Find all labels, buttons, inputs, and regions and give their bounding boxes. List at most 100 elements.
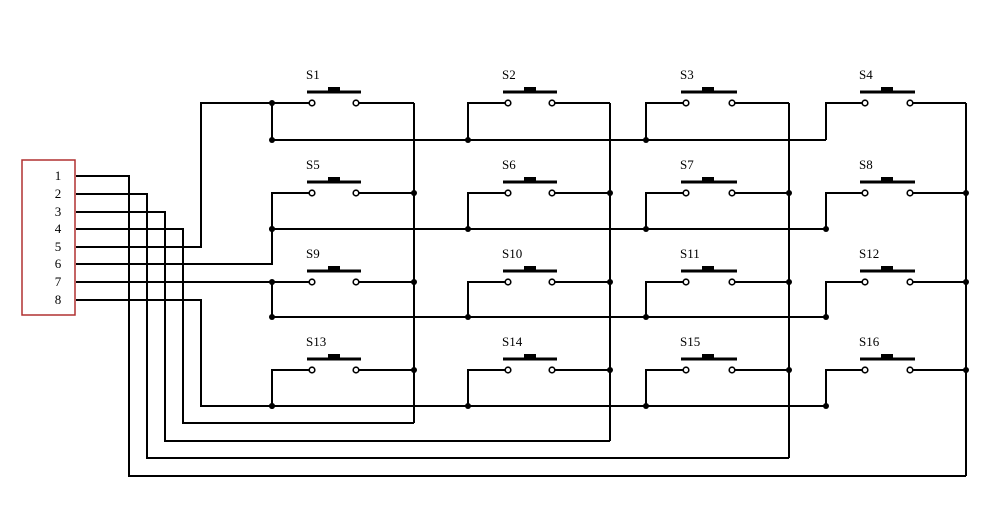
pin-label: 2 (55, 186, 62, 201)
switch-label: S11 (680, 246, 700, 261)
switch-terminal (906, 189, 914, 197)
switch-to-row-wire (467, 192, 505, 229)
switch-plunger (881, 87, 893, 92)
switch-terminal (728, 99, 736, 107)
switch-to-row-wire (467, 102, 505, 140)
switch-terminal (504, 278, 512, 286)
pin-label: 4 (55, 221, 62, 236)
switch-terminal (352, 278, 360, 286)
switch-to-row-wire (825, 369, 862, 406)
pin-to-row-wire (76, 299, 272, 407)
switch-to-row-wire (645, 369, 683, 406)
pin-to-column-wire (76, 175, 966, 477)
switch-terminal (728, 189, 736, 197)
connector-box (21, 159, 76, 316)
junction-dot (269, 403, 275, 409)
switch-terminal (861, 366, 869, 374)
switch-terminal (504, 99, 512, 107)
switch-terminal (682, 99, 690, 107)
switch-terminal (548, 99, 556, 107)
switch-to-row-wire (825, 192, 862, 229)
switch-label: S1 (306, 67, 320, 82)
switch-plunger (702, 266, 714, 271)
switch-to-row-wire (825, 102, 862, 140)
switch-terminal (861, 278, 869, 286)
switch-terminal (352, 99, 360, 107)
pin-to-column-wire (76, 211, 610, 442)
switch-label: S6 (502, 157, 516, 172)
switch-plunger (881, 354, 893, 359)
switch-terminal (504, 366, 512, 374)
switch-plunger (524, 266, 536, 271)
switch-plunger (524, 87, 536, 92)
switch-to-row-wire (467, 369, 505, 406)
switch-to-row-wire (271, 192, 309, 229)
junction-dot (269, 100, 275, 106)
switch-plunger (702, 354, 714, 359)
switch-terminal (352, 189, 360, 197)
switch-label: S13 (306, 334, 326, 349)
switch-to-row-wire (271, 102, 309, 140)
switch-label: S14 (502, 334, 523, 349)
switch-to-row-wire (645, 102, 683, 140)
switch-plunger (881, 177, 893, 182)
switch-plunger (702, 177, 714, 182)
switch-to-row-wire (645, 281, 683, 317)
switch-terminal (308, 99, 316, 107)
switch-plunger (328, 177, 340, 182)
pin-label: 6 (55, 256, 62, 271)
switch-label: S10 (502, 246, 522, 261)
switch-terminal (308, 278, 316, 286)
switch-terminal (861, 99, 869, 107)
switch-terminal (682, 278, 690, 286)
switch-terminal (861, 189, 869, 197)
switch-label: S2 (502, 67, 516, 82)
junction-dot (269, 279, 275, 285)
switch-label: S16 (859, 334, 880, 349)
junction-dot (269, 137, 275, 143)
switch-terminal (728, 366, 736, 374)
switch-plunger (881, 266, 893, 271)
switch-plunger (524, 354, 536, 359)
junction-dot (269, 226, 275, 232)
switch-label: S4 (859, 67, 873, 82)
switch-terminal (548, 189, 556, 197)
pin-to-column-wire (76, 228, 414, 424)
switch-plunger (328, 266, 340, 271)
switch-label: S5 (306, 157, 320, 172)
pin-to-row-wire (76, 102, 272, 248)
pin-label: 8 (55, 292, 62, 307)
switch-to-row-wire (467, 281, 505, 317)
switch-label: S9 (306, 246, 320, 261)
pin-to-row-wire (76, 229, 273, 265)
switch-terminal (682, 189, 690, 197)
switch-terminal (682, 366, 690, 374)
switch-terminal (308, 189, 316, 197)
switch-to-row-wire (271, 369, 309, 406)
pin-label: 7 (55, 274, 62, 289)
switch-plunger (328, 354, 340, 359)
switch-plunger (328, 87, 340, 92)
switch-terminal (548, 366, 556, 374)
pin-label: 1 (55, 168, 62, 183)
switch-terminal (308, 366, 316, 374)
switch-to-row-wire (271, 281, 309, 317)
switch-terminal (906, 366, 914, 374)
switch-terminal (352, 366, 360, 374)
switch-terminal (906, 99, 914, 107)
switch-terminal (548, 278, 556, 286)
pin-label: 5 (55, 239, 62, 254)
pin-label: 3 (55, 204, 62, 219)
switch-terminal (728, 278, 736, 286)
switch-plunger (524, 177, 536, 182)
switch-plunger (702, 87, 714, 92)
switch-terminal (906, 278, 914, 286)
switch-to-row-wire (645, 192, 683, 229)
switch-terminal (504, 189, 512, 197)
switch-label: S12 (859, 246, 879, 261)
switch-label: S3 (680, 67, 694, 82)
pin-to-column-wire (76, 193, 789, 459)
switch-label: S15 (680, 334, 700, 349)
